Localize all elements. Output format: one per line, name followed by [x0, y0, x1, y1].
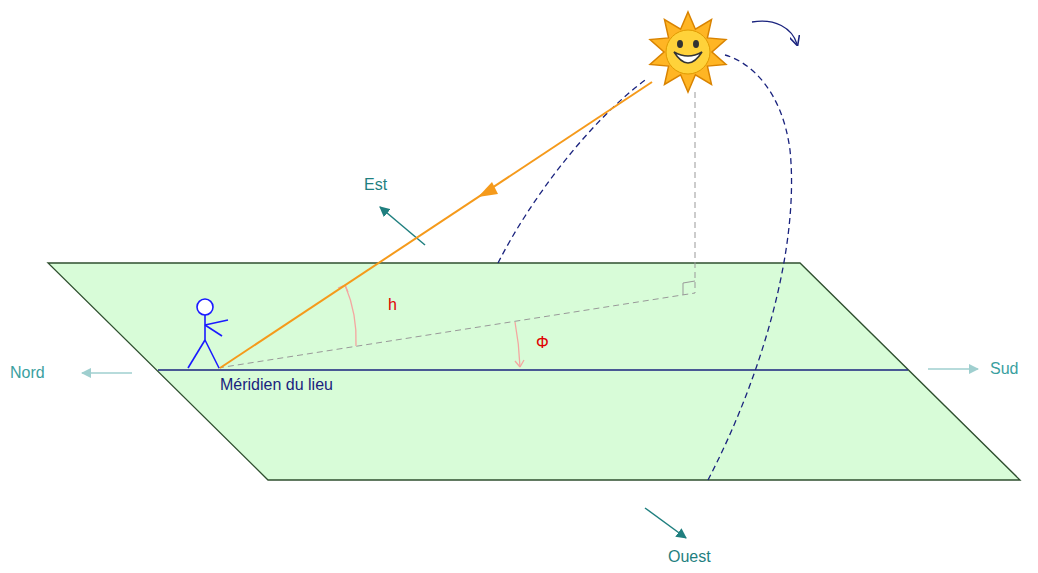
- horizon-plane: [48, 263, 1020, 480]
- direction-label: Nord: [10, 364, 45, 382]
- observer-figure: [188, 299, 228, 368]
- angle-label: Φ: [536, 334, 549, 352]
- motion-arrow: [752, 21, 797, 44]
- vertical-projection: [695, 92, 696, 293]
- east-arrow: [380, 207, 425, 245]
- direction-label: Sud: [990, 360, 1018, 378]
- meridian-label: Méridien du lieu: [220, 376, 333, 394]
- sun-ray: [220, 82, 652, 368]
- angle-label: h: [388, 296, 397, 314]
- north-arrow: [82, 372, 132, 374]
- south-arrow: [928, 368, 978, 370]
- sun-icon: [650, 12, 726, 92]
- azimuth-projection: [218, 293, 695, 368]
- azimuth-arc: [515, 322, 520, 367]
- azimuth-arc: [515, 360, 524, 367]
- sun-path: [708, 55, 792, 480]
- meridian-line: [158, 369, 908, 370]
- ray-arrowhead: [478, 182, 498, 197]
- west-arrow: [645, 508, 686, 538]
- direction-label: Est: [364, 176, 387, 194]
- right-angle-mark: [683, 281, 695, 295]
- direction-label: Ouest: [668, 548, 711, 566]
- sun-path: [498, 78, 648, 263]
- altitude-arc: [345, 285, 356, 346]
